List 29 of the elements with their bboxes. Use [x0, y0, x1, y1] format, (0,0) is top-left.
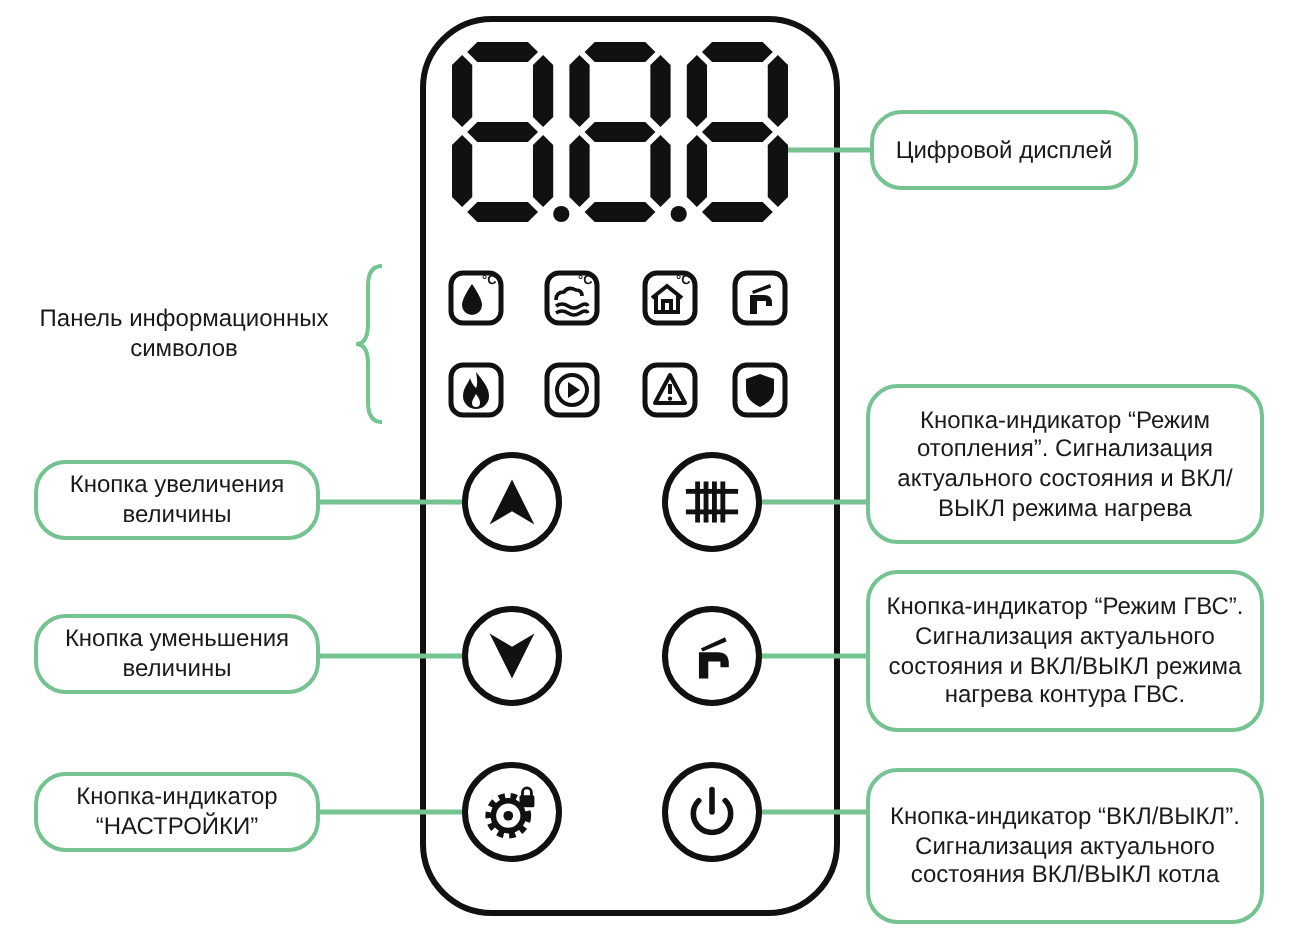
leader-line: [762, 809, 866, 815]
round-button: [662, 606, 762, 706]
leader-line: [762, 653, 866, 659]
leader-line: [788, 147, 870, 153]
callout-text: Цифровой дисплей: [895, 135, 1113, 165]
callout-text: Кнопка-индикатор “Режим отопления”. Сигнализация актуального состояния и ВКЛ/ВЫКЛ режима нагрева: [895, 405, 1235, 523]
round-button: [462, 762, 562, 862]
callout-text: Кнопка увеличения величины: [67, 470, 287, 530]
callout-box: [34, 460, 320, 540]
digital-display: [452, 40, 788, 224]
leader-line: [320, 499, 462, 505]
callout-box: [870, 110, 1138, 190]
panel-label: Панель информационных символов: [37, 304, 331, 364]
round-button: [462, 606, 562, 706]
callout-box: [866, 570, 1264, 732]
round-button: [662, 452, 762, 552]
callout-text: Кнопка уменьшения величины: [62, 624, 292, 684]
callout-text: Кнопка-индикатор “НАСТРОЙКИ”: [74, 782, 280, 842]
leader-line: [320, 809, 462, 815]
callout-box: [34, 772, 320, 852]
callout-box: [866, 384, 1264, 544]
round-button: [662, 762, 762, 862]
callout-text: Кнопка-индикатор “Режим ГВС”. Сигнализация актуального состояния и ВКЛ/ВЫКЛ режима нагрева контура ГВС.: [884, 592, 1246, 710]
leader-line: [762, 499, 866, 505]
callout-box: [866, 768, 1264, 924]
callout-box: [34, 614, 320, 694]
round-button: [462, 452, 562, 552]
callout-text: Кнопка-индикатор “ВКЛ/ВЫКЛ”. Сигнализация актуального состояния ВКЛ/ВЫКЛ котла: [888, 802, 1242, 890]
leader-line: [320, 653, 462, 659]
